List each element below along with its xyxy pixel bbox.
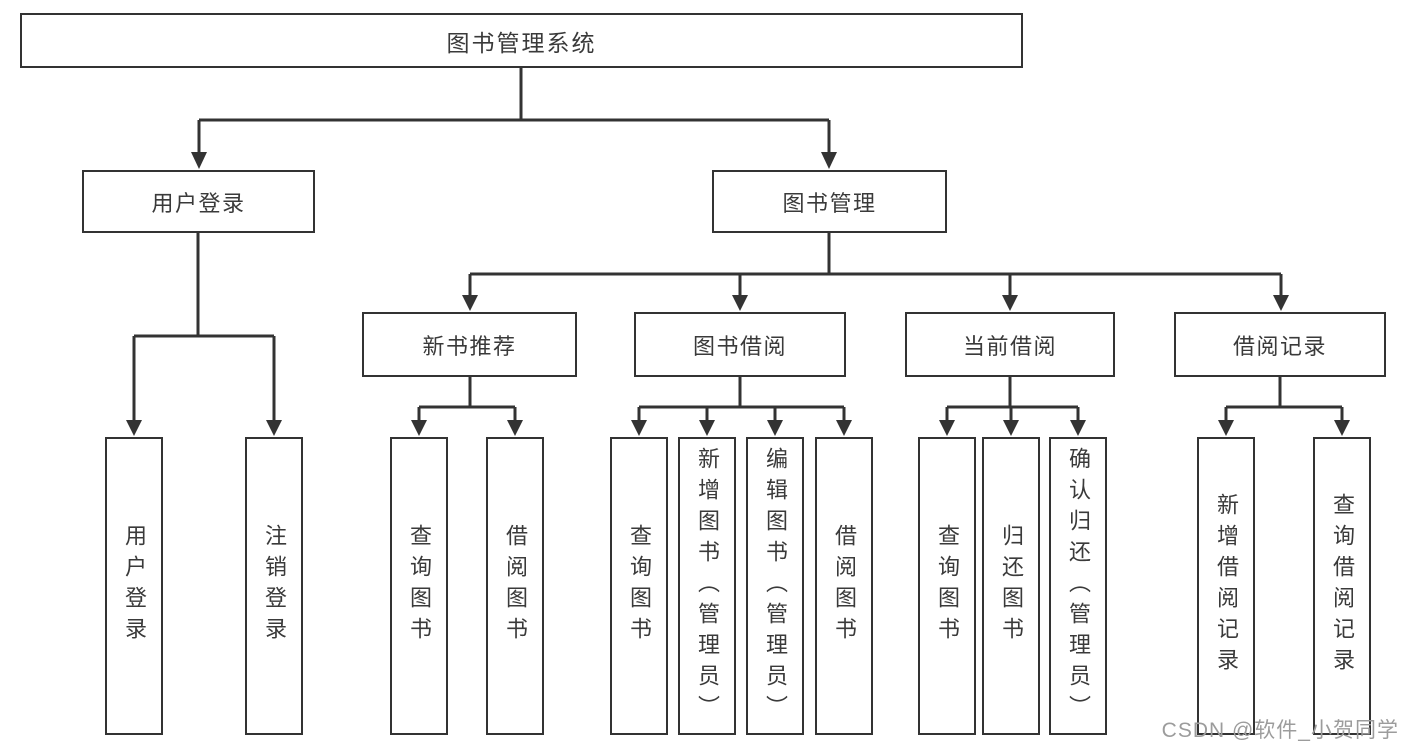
node-query-books-borrow: 查询图书 <box>610 437 668 735</box>
node-label: 注销登录 <box>262 524 287 648</box>
node-label: 用户登录 <box>151 190 246 216</box>
node-query-books-current: 查询图书 <box>918 437 976 735</box>
node-label: 新增借阅记录 <box>1214 493 1239 679</box>
node-book-management-branch: 图书管理 <box>712 170 947 233</box>
node-current-borrow: 当前借阅 <box>905 312 1115 377</box>
node-add-books-admin: 新增图书（管理员） <box>678 437 736 735</box>
csdn-watermark: CSDN @软件_小贺同学 <box>1161 719 1399 742</box>
node-label: 借阅图书 <box>503 524 528 648</box>
node-query-borrow-record: 查询借阅记录 <box>1313 437 1371 735</box>
node-new-book-recommend: 新书推荐 <box>362 312 577 377</box>
node-label: 用户登录 <box>122 524 147 648</box>
node-label: 编辑图书（管理员） <box>763 446 788 726</box>
node-label: 确认归还（管理员） <box>1066 446 1091 726</box>
node-logout-leaf: 注销登录 <box>245 437 303 735</box>
node-label: 查询图书 <box>407 524 432 648</box>
node-label: 借阅记录 <box>1232 333 1327 359</box>
node-edit-books-admin: 编辑图书（管理员） <box>746 437 804 735</box>
node-borrow-records: 借阅记录 <box>1174 312 1386 377</box>
node-query-books-recommend: 查询图书 <box>390 437 448 735</box>
node-borrow-books-leaf: 借阅图书 <box>815 437 873 735</box>
node-borrow-books-recommend: 借阅图书 <box>486 437 544 735</box>
node-label: 查询图书 <box>627 524 652 648</box>
node-label: 新增图书（管理员） <box>695 446 720 726</box>
node-user-login-branch: 用户登录 <box>82 170 315 233</box>
node-label: 图书管理 <box>782 190 877 216</box>
node-confirm-return-admin: 确认归还（管理员） <box>1049 437 1107 735</box>
node-return-books: 归还图书 <box>982 437 1040 735</box>
node-label: 新书推荐 <box>422 333 517 359</box>
node-user-login-leaf: 用户登录 <box>105 437 163 735</box>
node-label: 当前借阅 <box>962 333 1057 359</box>
node-label: 归还图书 <box>999 524 1024 648</box>
node-label: 借阅图书 <box>832 524 857 648</box>
node-label: 图书借阅 <box>692 333 787 359</box>
node-label: 图书管理系统 <box>446 29 597 56</box>
node-add-borrow-record: 新增借阅记录 <box>1197 437 1255 735</box>
node-book-borrow: 图书借阅 <box>634 312 846 377</box>
node-root-library-system: 图书管理系统 <box>20 13 1023 68</box>
node-label: 查询借阅记录 <box>1330 493 1355 679</box>
node-label: 查询图书 <box>935 524 960 648</box>
